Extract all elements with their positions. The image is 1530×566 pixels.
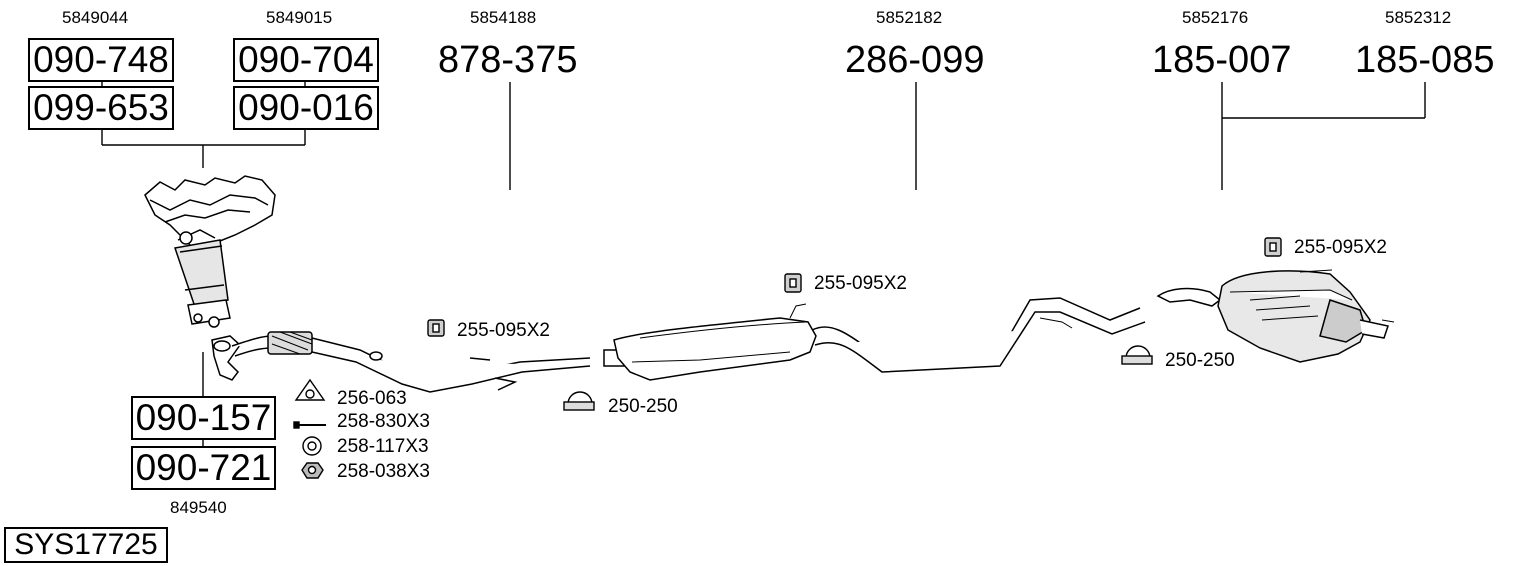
accessory-label[interactable]: 255-095X2 bbox=[457, 320, 550, 341]
ref-front-pipe: 849540 bbox=[170, 498, 227, 517]
accessory-label[interactable]: 255-095X2 bbox=[814, 273, 907, 294]
rear-muffler-sketch bbox=[1156, 269, 1395, 363]
part-box[interactable]: 090-157 bbox=[131, 396, 276, 440]
accessory-label[interactable]: 258-830X3 bbox=[337, 411, 430, 432]
accessory-label[interactable]: 250-250 bbox=[1165, 350, 1235, 371]
part-number[interactable]: 286-099 bbox=[845, 39, 985, 81]
ring-icon bbox=[302, 436, 322, 456]
ref-rear-right: 5852312 bbox=[1385, 8, 1452, 27]
hanger-icon bbox=[784, 273, 802, 293]
accessory-label[interactable]: 258-038X3 bbox=[337, 461, 430, 482]
part-number[interactable]: 185-007 bbox=[1152, 39, 1292, 81]
hanger-icon bbox=[1264, 237, 1282, 257]
part-number[interactable]: 878-375 bbox=[438, 39, 578, 81]
ref-manifold-right: 5849015 bbox=[266, 8, 333, 27]
part-box[interactable]: 090-704 bbox=[233, 38, 379, 82]
hanger-icon bbox=[427, 319, 445, 337]
accessory-label[interactable]: 258-117X3 bbox=[337, 436, 429, 457]
ref-manifold-left: 5849044 bbox=[62, 8, 129, 27]
front-pipe-sketch bbox=[211, 331, 591, 393]
clamp-icon bbox=[1121, 345, 1153, 365]
accessory-label[interactable]: 250-250 bbox=[608, 396, 678, 417]
part-box[interactable]: 090-748 bbox=[28, 38, 174, 82]
ref-pipe-mid: 5854188 bbox=[470, 8, 537, 27]
part-box[interactable]: 090-721 bbox=[131, 446, 276, 490]
clamp-icon bbox=[563, 391, 595, 411]
gasket-icon bbox=[294, 378, 326, 401]
ref-rear-left: 5852176 bbox=[1182, 8, 1249, 27]
accessory-label[interactable]: 256-063 bbox=[337, 388, 407, 409]
bolt-icon bbox=[293, 421, 326, 429]
accessory-label[interactable]: 255-095X2 bbox=[1294, 237, 1387, 258]
center-muffler-sketch bbox=[603, 297, 1146, 381]
exhaust-manifold-sketch bbox=[144, 175, 276, 328]
part-box[interactable]: 099-653 bbox=[28, 86, 174, 130]
ref-center-muffler: 5852182 bbox=[876, 8, 943, 27]
part-number[interactable]: 185-085 bbox=[1355, 39, 1495, 81]
nut-icon bbox=[301, 462, 324, 479]
part-box[interactable]: 090-016 bbox=[233, 86, 379, 130]
system-code: SYS17725 bbox=[4, 527, 168, 563]
